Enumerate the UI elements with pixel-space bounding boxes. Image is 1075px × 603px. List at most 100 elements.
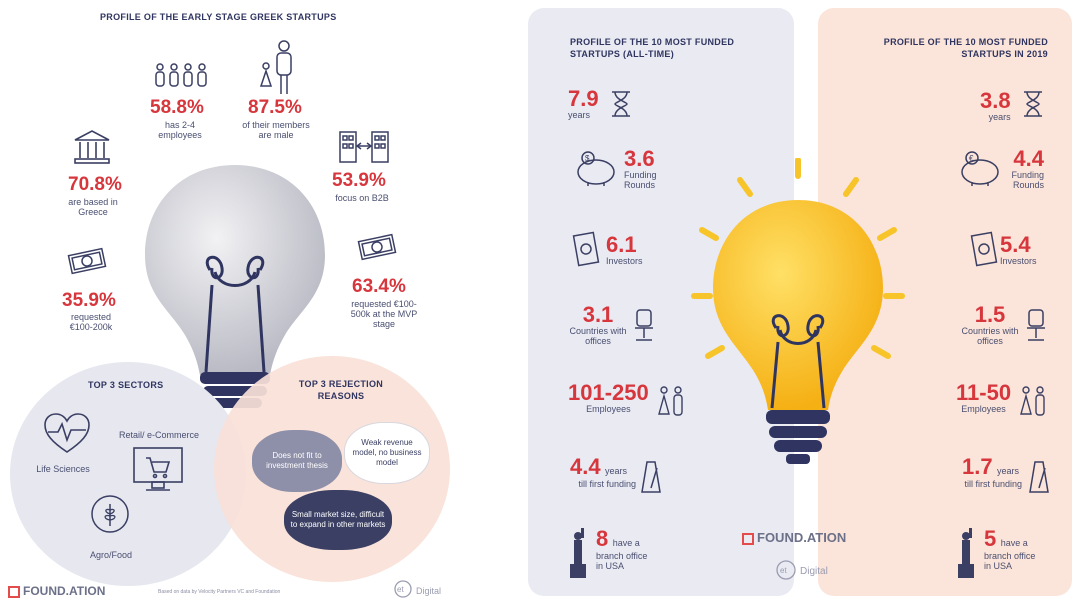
all-time-investors: 6.1 Investors bbox=[606, 232, 643, 267]
y2019-first-funding-unit: years bbox=[997, 466, 1020, 476]
svg-text:€: € bbox=[969, 154, 974, 163]
all-time-usa-unit: have a bbox=[612, 538, 640, 548]
y2019-rounds-label: Funding Rounds bbox=[1011, 170, 1044, 190]
all-time-investors-value: 6.1 bbox=[606, 232, 637, 257]
sector-agro-food: Agro/Food bbox=[89, 550, 133, 560]
foundation-logo-right: FOUND.ATION bbox=[742, 530, 846, 545]
y2019-countries-value: 1.5 bbox=[974, 302, 1006, 327]
stat-employees-label: has 2-4 employees bbox=[158, 120, 202, 140]
svg-text:et: et bbox=[397, 585, 404, 594]
statue-of-liberty-icon-2019 bbox=[954, 526, 978, 585]
money-icon-r1 bbox=[570, 230, 602, 273]
stat-greece-value: 70.8% bbox=[68, 174, 122, 195]
y2019-employees-label: Employees bbox=[961, 404, 1006, 414]
sectors-title: TOP 3 SECTORS bbox=[88, 380, 164, 390]
y2019-rounds: 4.4 Funding Rounds bbox=[1004, 146, 1044, 191]
y2019-employees-value: 11-50 bbox=[956, 380, 1012, 405]
foundation-logo-left: FOUND.ATION bbox=[8, 584, 105, 598]
office-chair-icon bbox=[632, 308, 656, 349]
left-infographic: PROFILE OF THE EARLY STAGE GREEK STARTUP… bbox=[0, 0, 500, 601]
wheat-icon bbox=[90, 494, 130, 539]
y2019-usa: 5 have a branch office in USA bbox=[984, 526, 1044, 572]
y2019-usa-label: branch office in USA bbox=[984, 551, 1036, 571]
metronome-icon-2019 bbox=[1028, 460, 1050, 499]
y2019-investors: 5.4 Investors bbox=[1000, 232, 1037, 267]
y2019-investors-label: Investors bbox=[1000, 256, 1037, 266]
all-time-countries-value: 3.1 bbox=[582, 302, 614, 327]
right-infographic: PROFILE OF THE 10 MOST FUNDED STARTUPS (… bbox=[528, 8, 1072, 596]
statue-of-liberty-icon bbox=[566, 526, 590, 585]
y2019-countries-label: Countries with offices bbox=[961, 326, 1019, 346]
money-icon-2 bbox=[356, 230, 398, 269]
y2019-usa-unit: have a bbox=[1000, 538, 1028, 548]
all-time-first-funding-unit: years bbox=[605, 466, 628, 476]
stat-mvp-value: 63.4% bbox=[352, 276, 406, 297]
sector-life-sciences: Life Sciences bbox=[36, 464, 90, 474]
y2019-years-label: years bbox=[988, 112, 1011, 122]
sectors-circle bbox=[10, 362, 246, 586]
left-title: PROFILE OF THE EARLY STAGE GREEK STARTUP… bbox=[100, 12, 337, 22]
y2019-first-funding: 1.7 years till first funding bbox=[962, 454, 1022, 490]
piggy-bank-icon-2019: € bbox=[956, 148, 1002, 193]
footer-note: Based on data by Velocity Partners VC an… bbox=[158, 589, 281, 595]
all-time-usa-value: 8 bbox=[596, 526, 609, 551]
metronome-icon bbox=[640, 460, 662, 499]
hourglass-icon bbox=[610, 90, 632, 123]
office-chair-icon-2019 bbox=[1024, 308, 1048, 349]
reason-bubble-1: Does not fit to investment thesis bbox=[252, 430, 342, 492]
b2b-buildings-icon bbox=[338, 128, 390, 169]
all-time-years-label: years bbox=[568, 110, 591, 120]
y2019-first-funding-value: 1.7 bbox=[962, 454, 993, 479]
all-time-title: PROFILE OF THE 10 MOST FUNDED STARTUPS (… bbox=[570, 37, 735, 59]
all-time-countries-label: Countries with offices bbox=[569, 326, 627, 346]
money-icon bbox=[66, 244, 108, 283]
people-pair-icon bbox=[656, 386, 686, 423]
all-time-first-funding: 4.4 years till first funding bbox=[570, 456, 636, 490]
all-time-years: 7.9 years bbox=[568, 86, 599, 121]
all-time-investors-label: Investors bbox=[606, 256, 643, 266]
title-2019: PROFILE OF THE 10 MOST FUNDED STARTUPS I… bbox=[883, 37, 1048, 59]
male-female-icon bbox=[258, 40, 298, 101]
all-time-first-funding-label: till first funding bbox=[578, 479, 636, 489]
y2019-countries: 1.5 Countries with offices bbox=[958, 302, 1022, 347]
y2019-first-funding-label: till first funding bbox=[964, 479, 1022, 489]
cart-monitor-icon bbox=[132, 446, 184, 499]
all-time-years-value: 7.9 bbox=[568, 86, 599, 111]
reason-bubble-3: Small market size, difficult to expand i… bbox=[284, 490, 392, 550]
stat-b2b-value: 53.9% bbox=[332, 170, 386, 191]
svg-text:et: et bbox=[780, 566, 787, 575]
all-time-countries: 3.1 Countries with offices bbox=[566, 302, 630, 347]
bank-icon bbox=[72, 128, 112, 171]
y2019-usa-value: 5 bbox=[984, 526, 997, 551]
all-time-usa-label: branch office in USA bbox=[596, 551, 648, 571]
stat-male-value: 87.5% bbox=[248, 97, 302, 118]
all-time-rounds: 3.6 Funding Rounds bbox=[624, 146, 674, 191]
et-digital-logo-left: et bbox=[392, 580, 414, 603]
stat-greece-label: are based in Greece bbox=[68, 197, 118, 217]
yellow-lightbulb-icon bbox=[678, 157, 918, 493]
stat-100-200k-label: requested €100-200k bbox=[69, 312, 113, 332]
digital-label-left: Digital bbox=[416, 586, 442, 596]
rejection-title: TOP 3 REJECTION REASONS bbox=[298, 379, 384, 401]
heart-pulse-icon bbox=[42, 412, 92, 461]
et-digital-logo-right: et bbox=[774, 560, 798, 585]
stat-100-200k-value: 35.9% bbox=[62, 290, 116, 311]
y2019-years-value: 3.8 bbox=[980, 88, 1011, 113]
all-time-usa: 8 have a branch office in USA bbox=[596, 526, 656, 572]
y2019-investors-value: 5.4 bbox=[1000, 232, 1031, 257]
y2019-rounds-value: 4.4 bbox=[1013, 146, 1044, 171]
hourglass-icon-2019 bbox=[1022, 90, 1044, 123]
reason-bubble-2: Weak revenue model, no business model bbox=[344, 422, 430, 484]
svg-text:$: $ bbox=[585, 154, 590, 163]
all-time-employees-value: 101-250 bbox=[568, 380, 649, 405]
all-time-employees: 101-250 Employees bbox=[568, 380, 649, 415]
all-time-rounds-value: 3.6 bbox=[624, 146, 655, 171]
all-time-rounds-label: Funding Rounds bbox=[624, 170, 657, 190]
stat-b2b-label: focus on B2B bbox=[335, 193, 389, 203]
piggy-bank-icon: $ bbox=[572, 148, 618, 193]
people-pair-icon-2019 bbox=[1018, 386, 1048, 423]
sector-retail: Retail/ e-Commerce bbox=[118, 430, 200, 440]
grey-lightbulb-icon bbox=[140, 160, 330, 415]
y2019-years: 3.8 years bbox=[980, 88, 1011, 123]
people-group-icon bbox=[153, 62, 213, 99]
